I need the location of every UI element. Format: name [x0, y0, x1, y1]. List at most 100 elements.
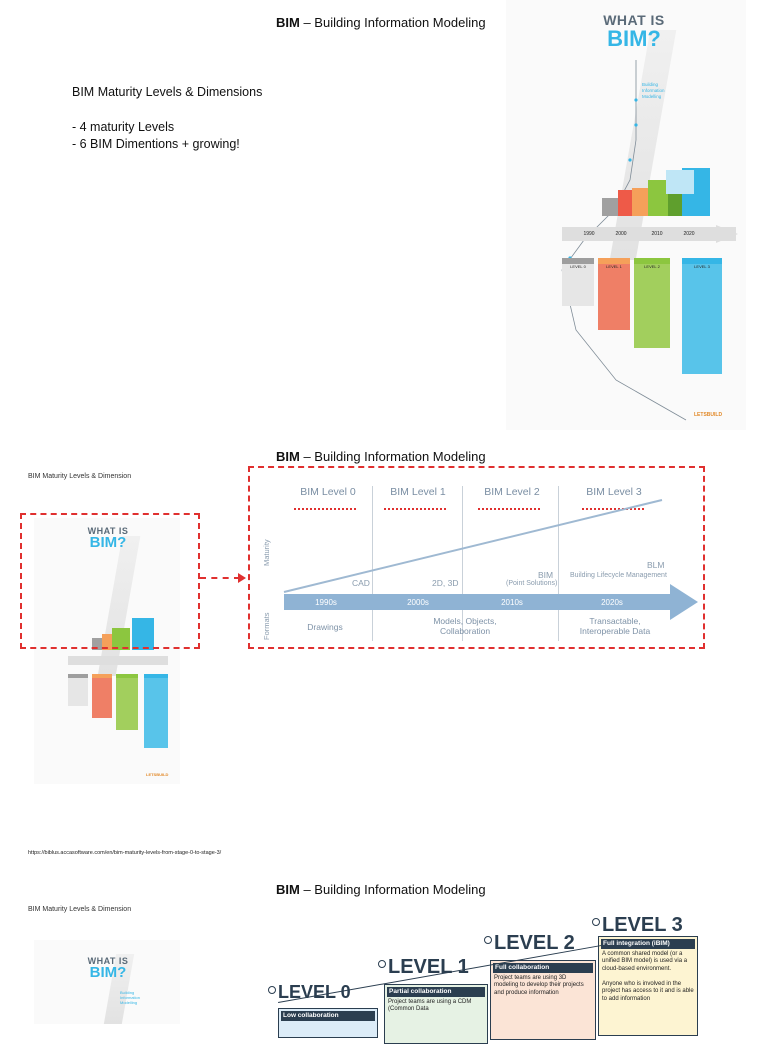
level1-card: Partial collaboration Project teams are … — [384, 984, 488, 1044]
chart-decade-2000s: 2000s — [407, 598, 429, 607]
level3-card-text: A common shared model (or a unified BIM … — [602, 950, 694, 1002]
level0-heading: LEVEL 0 — [268, 982, 351, 1003]
what-is-bim-infographic-large: WHAT IS BIM? Building Information Modell… — [506, 0, 746, 430]
brand-logo: LETSBUILD — [694, 412, 723, 418]
level3-card: Full integration (iBIM) A common shared … — [598, 936, 698, 1036]
stair-gray — [602, 198, 618, 216]
chart-maturity-line — [283, 499, 663, 593]
level0-label: LEVEL 0 — [570, 264, 586, 269]
small-level1 — [92, 674, 112, 718]
small-stair-gray — [92, 638, 102, 650]
slide3-subheading: BIM Maturity Levels & Dimension — [28, 906, 132, 913]
chart-label-point-solutions: (Point Solutions) — [506, 580, 558, 587]
level2-card: Full collaboration Project teams are usi… — [490, 960, 596, 1040]
chart-divider-1 — [372, 486, 373, 641]
years-strip — [562, 227, 736, 241]
small-stair-orange — [102, 634, 112, 650]
slide1-heading: BIM Maturity Levels & Dimensions — [72, 85, 263, 99]
slide3-tagline-information: Information — [120, 995, 141, 1000]
tagline-information: Information — [642, 88, 665, 93]
level1-heading: LEVEL 1 — [378, 956, 469, 979]
infographic-bim: BIM? — [607, 26, 661, 51]
chart-divider-3 — [558, 486, 559, 641]
chart-column-level0: BIM Level 0 — [300, 486, 356, 498]
slide3-title: BIM – Building Information Modeling — [276, 882, 486, 897]
chart-column-level1: BIM Level 1 — [390, 486, 446, 498]
year-2020: 2020 — [683, 231, 695, 237]
slide2-title: BIM – Building Information Modeling — [276, 449, 486, 464]
slide3-title-bold: BIM — [276, 882, 300, 897]
level0-circle-icon — [268, 986, 276, 994]
level0-heading-text: LEVEL 0 — [278, 982, 351, 1002]
infographic-tagline: Building Information Modelling — [642, 82, 665, 100]
chart-column-level2: BIM Level 2 — [484, 486, 540, 498]
chart-format-models: Models, Objects, Collaboration — [433, 616, 497, 636]
slide2-title-bold: BIM — [276, 449, 300, 464]
year-2000: 2000 — [615, 231, 627, 237]
bim-maturity-chart: BIM Level 0 BIM Level 1 BIM Level 2 BIM … — [248, 466, 705, 649]
chart-decade-2010s: 2010s — [501, 598, 523, 607]
level3-heading-text: LEVEL 3 — [602, 914, 683, 936]
small-level3 — [144, 674, 168, 748]
chart-decade-1990s: 1990s — [315, 598, 337, 607]
slide1-title-rest: – Building Information Modeling — [299, 15, 486, 30]
tagline-building: Building — [642, 82, 659, 87]
level3-card-title: Full integration (iBIM) — [601, 939, 695, 949]
level3-label: LEVEL 3 — [694, 264, 710, 269]
slide1-title: BIM – Building Information Modeling — [276, 15, 486, 30]
slide2-title-rest: – Building Information Modeling — [299, 449, 486, 464]
chart-label-bim: BIM — [538, 570, 554, 580]
stair-red — [618, 190, 636, 216]
small-level0 — [68, 674, 88, 706]
level3-circle-icon — [592, 918, 600, 926]
chart-label-building-lifecycle: Building Lifecycle Management — [570, 572, 667, 579]
chart-label-cad: CAD — [352, 578, 370, 588]
chart-timeline-arrowhead — [670, 584, 698, 620]
years-arrow — [716, 225, 738, 243]
level2-circle-icon — [484, 936, 492, 944]
level0-column — [562, 258, 594, 306]
stair-orange — [632, 188, 648, 216]
small-level2 — [116, 674, 138, 730]
chart-red-dots-level0 — [294, 508, 356, 510]
slide1-bullet-2: - 6 BIM Dimentions + growing! — [72, 137, 240, 151]
what-is-bim-infographic-small: WHAT IS BIM? LETSBUILD — [34, 518, 180, 784]
level2-card-title: Full collaboration — [493, 963, 593, 973]
slide3-infographic-bim: BIM? — [89, 964, 127, 981]
tagline-modelling: Modelling — [642, 94, 662, 99]
slide1-title-bold: BIM — [276, 15, 300, 30]
slide3-infographic-what-is: WHAT IS — [87, 956, 129, 966]
chart-format-drawings: Drawings — [307, 622, 343, 632]
chart-label-2d-3d: 2D, 3D — [432, 578, 459, 588]
level0-card-title: Low collaboration — [281, 1011, 375, 1021]
small-infographic-bim: BIM? — [89, 534, 127, 551]
chart-format-transactable: Transactable, Interoperable Data — [579, 616, 651, 636]
level1-card-text: Project teams are using a CDM (Common Da… — [388, 998, 472, 1013]
highlight-box — [20, 513, 200, 649]
chart-column-level3: BIM Level 3 — [586, 486, 642, 498]
chart-label-blm: BLM — [647, 560, 665, 570]
slide2-subheading: BIM Maturity Levels & Dimension — [28, 473, 132, 480]
small-stair-blue — [132, 618, 154, 650]
slide3-tagline-building: Building — [120, 990, 135, 995]
level2-label: LEVEL 2 — [644, 264, 660, 269]
level0-card: Low collaboration — [278, 1008, 378, 1038]
highlight-connector-arrowhead — [238, 573, 246, 583]
small-stair-green — [112, 628, 130, 650]
level2-heading: LEVEL 2 — [484, 932, 575, 955]
highlight-connector — [200, 577, 240, 579]
chart-decade-2020s: 2020s — [601, 598, 623, 607]
stair-blue-light — [666, 170, 694, 194]
level3-heading: LEVEL 3 — [592, 914, 683, 937]
chart-red-dots-level1 — [384, 508, 446, 510]
stair-green — [648, 180, 668, 216]
slide3-infographic-tagline: Building Information Modelling — [120, 990, 140, 1005]
slide1-bullet-1: - 4 maturity Levels — [72, 120, 175, 134]
level1-circle-icon — [378, 960, 386, 968]
chart-divider-2 — [462, 486, 463, 641]
level2-heading-text: LEVEL 2 — [494, 932, 575, 954]
source-url[interactable]: https://biblus.accasoftware.com/en/bim-m… — [28, 850, 222, 856]
chart-timeline-bar — [284, 594, 674, 610]
what-is-bim-infographic-slide3: WHAT IS BIM? Building Information Modell… — [34, 940, 180, 1024]
slide3-tagline-modelling: Modelling — [120, 1000, 138, 1005]
